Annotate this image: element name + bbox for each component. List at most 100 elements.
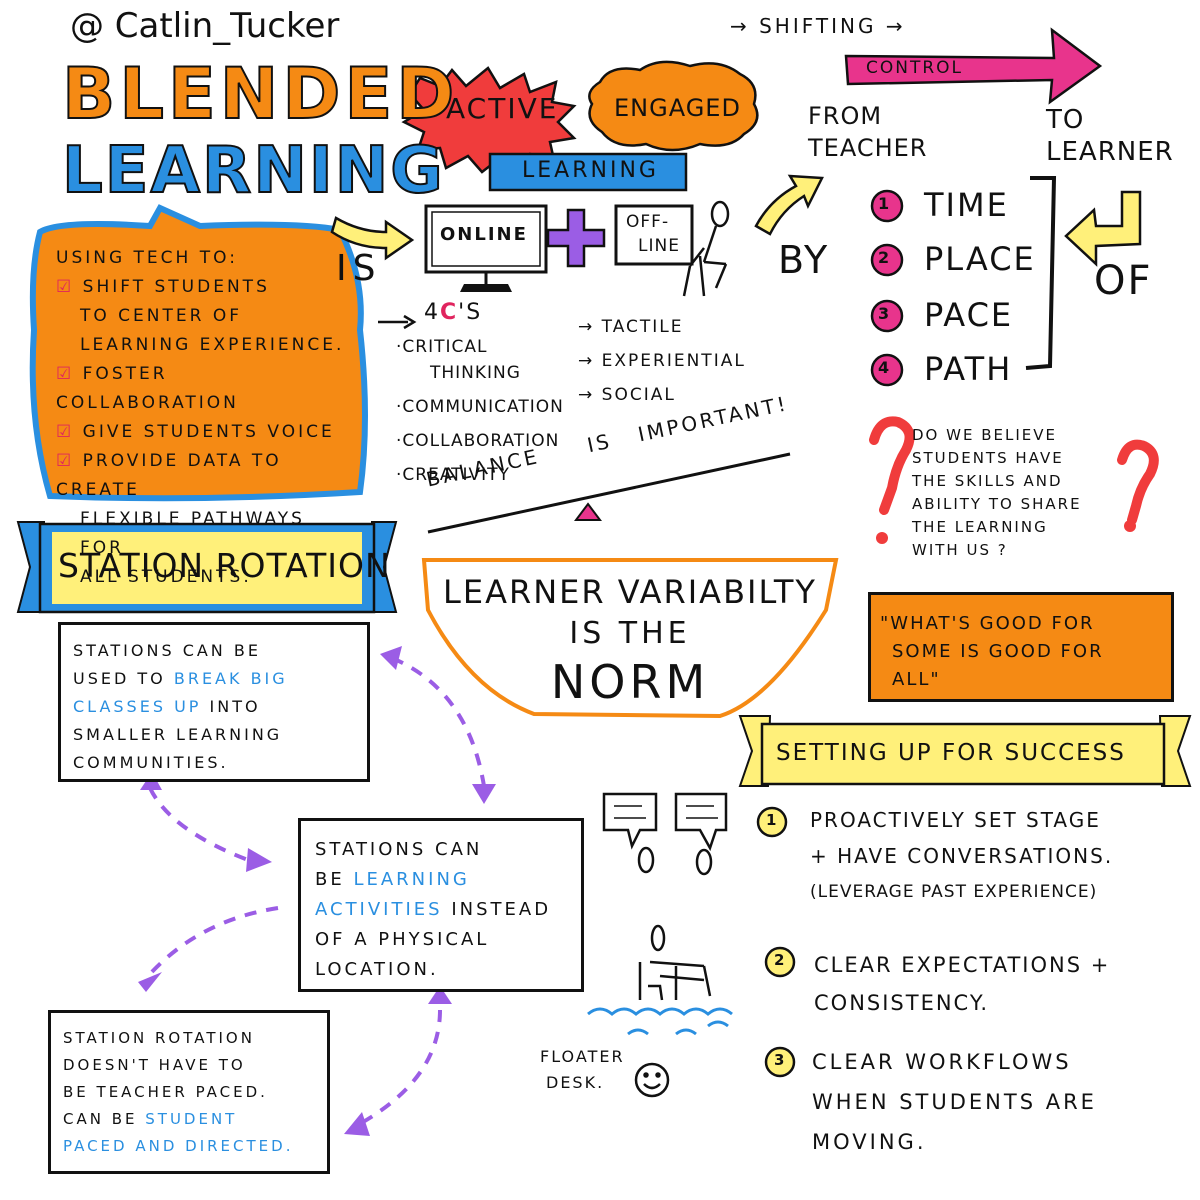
using-tech-item-2: ☑ FOSTER COLLABORATION [56, 360, 356, 418]
using-tech-list: USING TECH TO: ☑ SHIFT STUDENTS TO CENTE… [56, 244, 356, 592]
dashed-arrows [148, 656, 486, 1128]
question-line-4: ABILITY TO SHARE [912, 495, 1082, 513]
tactile: → TACTILE [578, 317, 684, 337]
path-num: 4 [878, 358, 890, 377]
balance-is: IS [585, 428, 615, 458]
communication: ·COMMUNICATION [396, 397, 564, 417]
item-4-line2: FLEXIBLE PATHWAYS FOR [80, 509, 305, 558]
floater-desk-drawing [638, 924, 712, 1001]
path-circle [870, 353, 904, 387]
success-num-2: 2 [774, 951, 785, 969]
control-label: CONTROL [866, 58, 964, 78]
pace-label: PACE [924, 296, 1014, 334]
box-break-classes: STATIONS CAN BE USED TO BREAK BIG CLASSE… [58, 622, 370, 782]
of-arrow [1064, 190, 1142, 267]
is-label: IS [336, 248, 382, 289]
success-circle-1 [756, 806, 788, 838]
success-item-2: CLEAR EXPECTATIONS + CONSISTENCY. [814, 946, 1110, 1022]
place-num: 2 [878, 248, 890, 267]
shifting-label: → SHIFTING → [730, 14, 906, 38]
time-label: TIME [924, 186, 1009, 224]
offline-line2: LINE [638, 236, 680, 256]
box3-student: STUDENT [145, 1110, 238, 1128]
box-learning-activities: STATIONS CAN BE LEARNING ACTIVITIES INST… [298, 818, 584, 992]
box3-line5: PACED AND DIRECTED. [63, 1137, 294, 1155]
variability-line2: IS THE [569, 616, 691, 651]
success-3-line3: MOVING. [812, 1130, 927, 1154]
four-cs-suffix: 's [458, 300, 483, 325]
box-student-paced: STATION ROTATION DOESN'T HAVE TO BE TEAC… [48, 1010, 330, 1174]
question-line-6: WITH US ? [912, 541, 1008, 559]
question-line-5: THE LEARNING [912, 518, 1048, 536]
box3-can-be: CAN BE [63, 1110, 146, 1128]
quote-line3: ALL" [892, 669, 941, 690]
box2-line3: ACTIVITIES INSTEAD [315, 895, 567, 925]
offline-label: OFF- LINE [626, 210, 680, 258]
critical-thinking: ·CRITICAL THINKING [396, 334, 564, 386]
active-burst [401, 66, 577, 174]
offline-box [614, 204, 694, 266]
question-text: DO WE BELIEVE STUDENTS HAVE THE SKILLS A… [912, 424, 1082, 562]
critical-line: ·CRITICAL [396, 337, 488, 357]
social: → SOCIAL [578, 385, 676, 405]
quote-text: "WHAT'S GOOD FOR SOME IS GOOD FOR ALL" [880, 610, 1104, 694]
pace-num: 3 [878, 304, 890, 323]
bracket [1025, 176, 1057, 370]
success-num-3: 3 [774, 1051, 785, 1069]
using-tech-item-1: ☑ SHIFT STUDENTS TO CENTER OF LEARNING E… [56, 273, 356, 360]
four-cs-number: 4 [424, 300, 440, 325]
success-item-3: CLEAR WORKFLOWS WHEN STUDENTS ARE MOVING… [812, 1042, 1097, 1162]
creativity: ·CREATIVITY [396, 465, 510, 485]
item-4-line3: ALL STUDENTS. [80, 567, 252, 587]
engaged-cloud [588, 60, 759, 152]
question-mark-left [869, 416, 915, 515]
box1-line2: USED TO BREAK BIG [73, 665, 355, 693]
to-line: TO [1046, 105, 1085, 135]
success-item-1: PROACTIVELY SET STAGE + HAVE CONVERSATIO… [810, 802, 1113, 910]
by-arrow [754, 174, 824, 236]
box2-activities: ACTIVITIES [315, 899, 443, 920]
box1-break-big: BREAK BIG [173, 669, 288, 688]
from-teacher: FROM TEACHER [808, 100, 927, 164]
purple-plus [546, 208, 606, 268]
box3-line4: CAN BE STUDENT [63, 1106, 315, 1133]
check-icon: ☑ [56, 422, 75, 442]
of-label: OF [1094, 258, 1153, 304]
success-1-line1: PROACTIVELY SET STAGE [810, 808, 1101, 832]
floater-line2: DESK. [546, 1073, 605, 1092]
learning-banner [488, 152, 688, 192]
by-label: BY [778, 238, 830, 282]
box2-be: BE [315, 869, 354, 890]
success-num-1: 1 [766, 811, 777, 829]
using-tech-blob [29, 204, 368, 502]
path-label: PATH [924, 350, 1013, 388]
using-tech-heading: USING TECH TO: [56, 248, 238, 268]
success-banner-label: SETTING UP FOR SUCCESS [776, 740, 1126, 766]
box1-line4: SMALLER LEARNING [73, 725, 283, 744]
floater-line1: FLOATER [540, 1047, 625, 1066]
four-cs-arrows: → TACTILE → EXPERIENTIAL → SOCIAL [578, 310, 746, 412]
place-circle [870, 243, 904, 277]
item-4-line1: PROVIDE DATA TO CREATE [56, 451, 282, 500]
box1-line5: COMMUNITIES. [73, 753, 229, 772]
success-1-line2: + HAVE CONVERSATIONS. [810, 844, 1114, 868]
experiential: → EXPERIENTIAL [578, 351, 746, 371]
variability-shield [421, 558, 839, 719]
item-1-line3: LEARNING EXPERIENCE. [80, 335, 345, 355]
box2-line2: BE LEARNING [315, 865, 567, 895]
success-circle-3 [764, 1046, 796, 1078]
teacher-line: TEACHER [808, 134, 928, 162]
thinking-line: THINKING [430, 363, 521, 383]
using-tech-item-3: ☑ GIVE STUDENTS VOICE [56, 418, 356, 447]
box3-line1: STATION ROTATION [63, 1029, 255, 1047]
box1-line3: CLASSES UP INTO [73, 693, 355, 721]
collaboration: ·COLLABORATION [396, 431, 560, 451]
box2-learning: LEARNING [353, 869, 470, 890]
box1-line1: STATIONS CAN BE [73, 641, 261, 660]
to-learner: TO LEARNER [1046, 104, 1174, 168]
title-line1: BLENDED [61, 53, 459, 135]
item-1-line2: TO CENTER OF [80, 306, 242, 326]
item-3-line1: GIVE STUDENTS VOICE [82, 422, 335, 442]
box2-line5: LOCATION. [315, 959, 439, 980]
success-3-line2: WHEN STUDENTS ARE [812, 1090, 1097, 1114]
